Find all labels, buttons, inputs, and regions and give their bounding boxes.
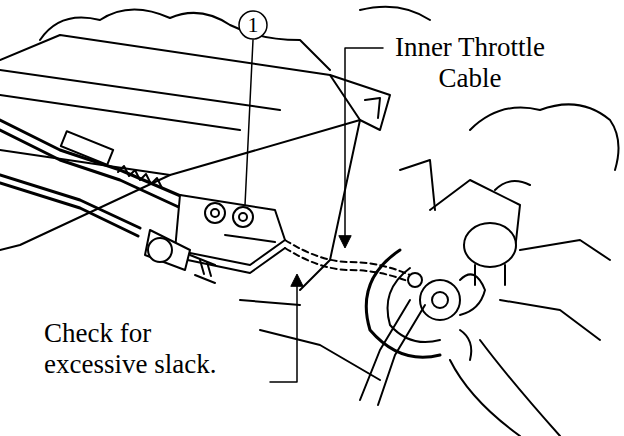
part-label: Inner Throttle Cable [385,32,555,94]
callout-number: 1 [239,12,267,37]
note-label: Check for excessive slack. [44,318,244,380]
